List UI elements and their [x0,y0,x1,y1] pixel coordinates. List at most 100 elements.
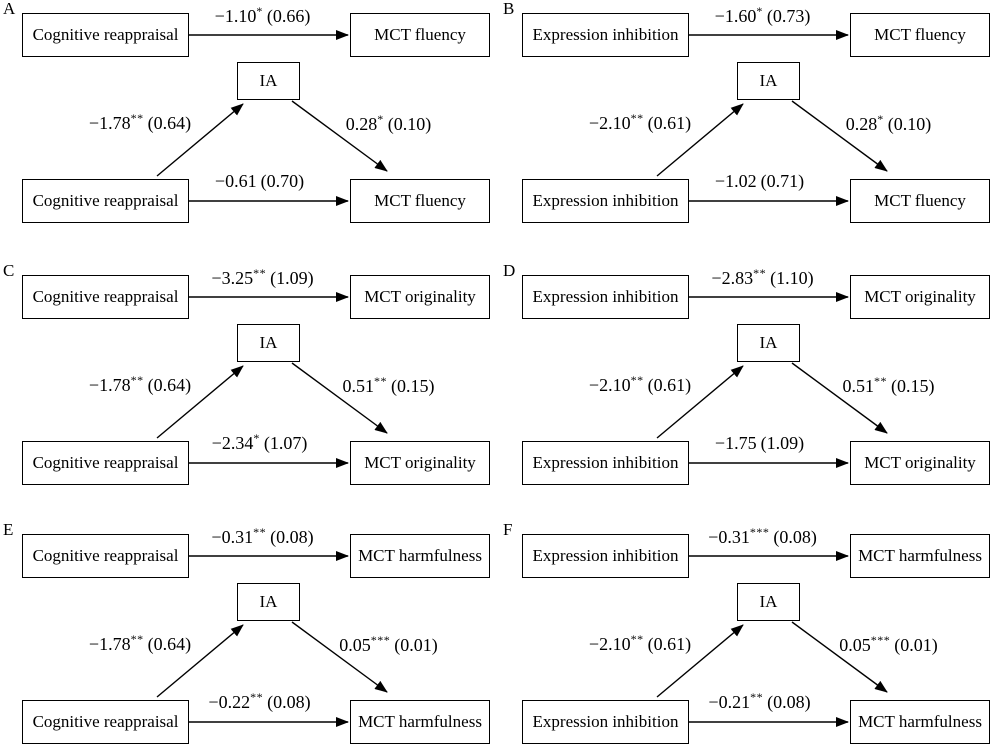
panel-e: E Cognitive reappraisal MCT harmfulness … [0,500,500,749]
mediator-label: IA [259,332,278,352]
mediator-label: IA [759,591,778,611]
total-effect-coefficient: −3.25**(1.09) [185,267,340,289]
significance-asterisks: ** [374,374,387,388]
standard-error: (0.15) [391,376,435,396]
predictor-label: Expression inhibition [532,24,679,44]
predictor-label: Expression inhibition [532,711,679,731]
coefficient-value: −1.60 [714,6,757,26]
standard-error: (0.61) [647,634,692,654]
a-path-coefficient: −1.78**(0.64) [55,373,225,396]
b-path-arrow [291,621,388,693]
b-path-arrow [291,362,388,434]
path-arrows [156,292,388,468]
outcome-label: MCT fluency [374,24,466,44]
mediator-box: IA [237,62,300,100]
standard-error: (0.71) [760,171,805,191]
significance-asterisks: *** [749,525,770,539]
mediator-box: IA [237,583,300,621]
predictor-label: Cognitive reappraisal [32,545,179,565]
a-path-arrow [156,365,244,439]
predictor-label: Expression inhibition [532,452,679,472]
predictor-box-total: Cognitive reappraisal [22,13,189,57]
a-path-coefficient: −1.78**(0.64) [55,633,225,655]
predictor-label: Cognitive reappraisal [32,190,179,210]
predictor-label: Cognitive reappraisal [32,286,179,306]
b-path-coefficient: 0.28*(0.10) [816,112,961,135]
b-path-arrow [791,362,888,434]
a-path-coefficient: −2.10**(0.61) [555,112,725,134]
predictor-box-mediation: Expression inhibition [522,179,689,223]
a-path-arrow [156,103,244,177]
b-path-coefficient: 0.51**(0.15) [316,374,461,397]
significance-asterisks: *** [370,633,391,647]
predictor-box-mediation: Cognitive reappraisal [22,179,189,223]
coefficient-value: −2.10 [588,113,631,133]
direct-effect-coefficient: −1.75(1.09) [692,433,827,454]
coefficient-value: −0.21 [708,692,751,712]
predictor-label: Expression inhibition [532,190,679,210]
significance-asterisks: ** [630,632,644,646]
outcome-label: MCT originality [364,286,476,306]
significance-asterisks: ** [753,266,767,280]
coefficient-value: −2.10 [588,634,631,654]
significance-asterisks: ** [750,690,764,704]
outcome-label: MCT originality [364,452,476,472]
b-path-arrow [291,100,388,172]
a-path-arrow [656,103,744,177]
coefficient-value: −2.10 [588,375,631,395]
a-path-arrow [656,365,744,439]
standard-error: (0.73) [766,6,811,26]
significance-asterisks: ** [253,525,267,539]
outcome-label: MCT originality [864,286,976,306]
coefficient-value: −0.31 [708,527,750,547]
outcome-label: MCT originality [864,452,976,472]
outcome-label: MCT harmfulness [858,711,982,731]
coefficient-value: 0.05 [839,635,871,655]
mediator-label: IA [259,70,278,90]
significance-asterisks: ** [250,690,264,704]
outcome-box-mediation: MCT originality [350,441,490,485]
direct-effect-coefficient: −0.22**(0.08) [192,690,327,713]
direct-effect-coefficient: −1.02(0.71) [692,171,827,192]
predictor-box-total: Expression inhibition [522,275,689,319]
panel-c: C Cognitive reappraisal MCT originality … [0,250,500,500]
standard-error: (0.64) [147,634,192,654]
panel-letter: D [503,261,516,280]
significance-asterisks: * [256,4,263,18]
significance-asterisks: * [877,112,884,126]
a-path-coefficient: −2.10**(0.61) [555,374,725,396]
standard-error: (0.08) [270,527,314,547]
panel-d: D Expression inhibition MCT originality … [500,250,1000,500]
coefficient-value: −0.22 [208,692,251,712]
path-arrows [156,551,388,727]
predictor-box-total: Cognitive reappraisal [22,275,189,319]
standard-error: (0.70) [260,171,305,191]
direct-effect-coefficient: −0.61(0.70) [192,171,327,192]
b-path-arrow [791,100,888,172]
coefficient-value: 0.28 [345,114,378,134]
total-effect-coefficient: −1.10*(0.66) [185,4,340,27]
significance-asterisks: ** [874,374,887,388]
outcome-label: MCT fluency [874,24,966,44]
a-path-coefficient: −2.10**(0.61) [555,632,725,655]
b-path-coefficient: 0.05***(0.01) [316,633,461,656]
standard-error: (1.10) [770,268,814,288]
outcome-label: MCT fluency [874,190,966,210]
standard-error: (0.01) [894,635,938,655]
significance-asterisks: ** [130,373,144,387]
path-arrows [656,551,888,727]
standard-error: (0.08) [267,692,311,712]
total-effect-coefficient: −2.83**(1.10) [685,266,840,289]
outcome-label: MCT fluency [374,190,466,210]
mediator-box: IA [737,583,800,621]
coefficient-value: 0.51 [842,376,875,396]
mediator-label: IA [759,70,778,90]
standard-error: (0.61) [647,375,692,395]
panel-letter: B [503,0,515,18]
total-effect-coefficient: −0.31**(0.08) [185,525,340,548]
standard-error: (0.08) [767,692,811,712]
coefficient-value: −1.78 [88,113,131,133]
standard-error: (0.01) [394,635,438,655]
coefficient-value: 0.28 [845,114,878,134]
outcome-box-total: MCT fluency [350,13,490,57]
